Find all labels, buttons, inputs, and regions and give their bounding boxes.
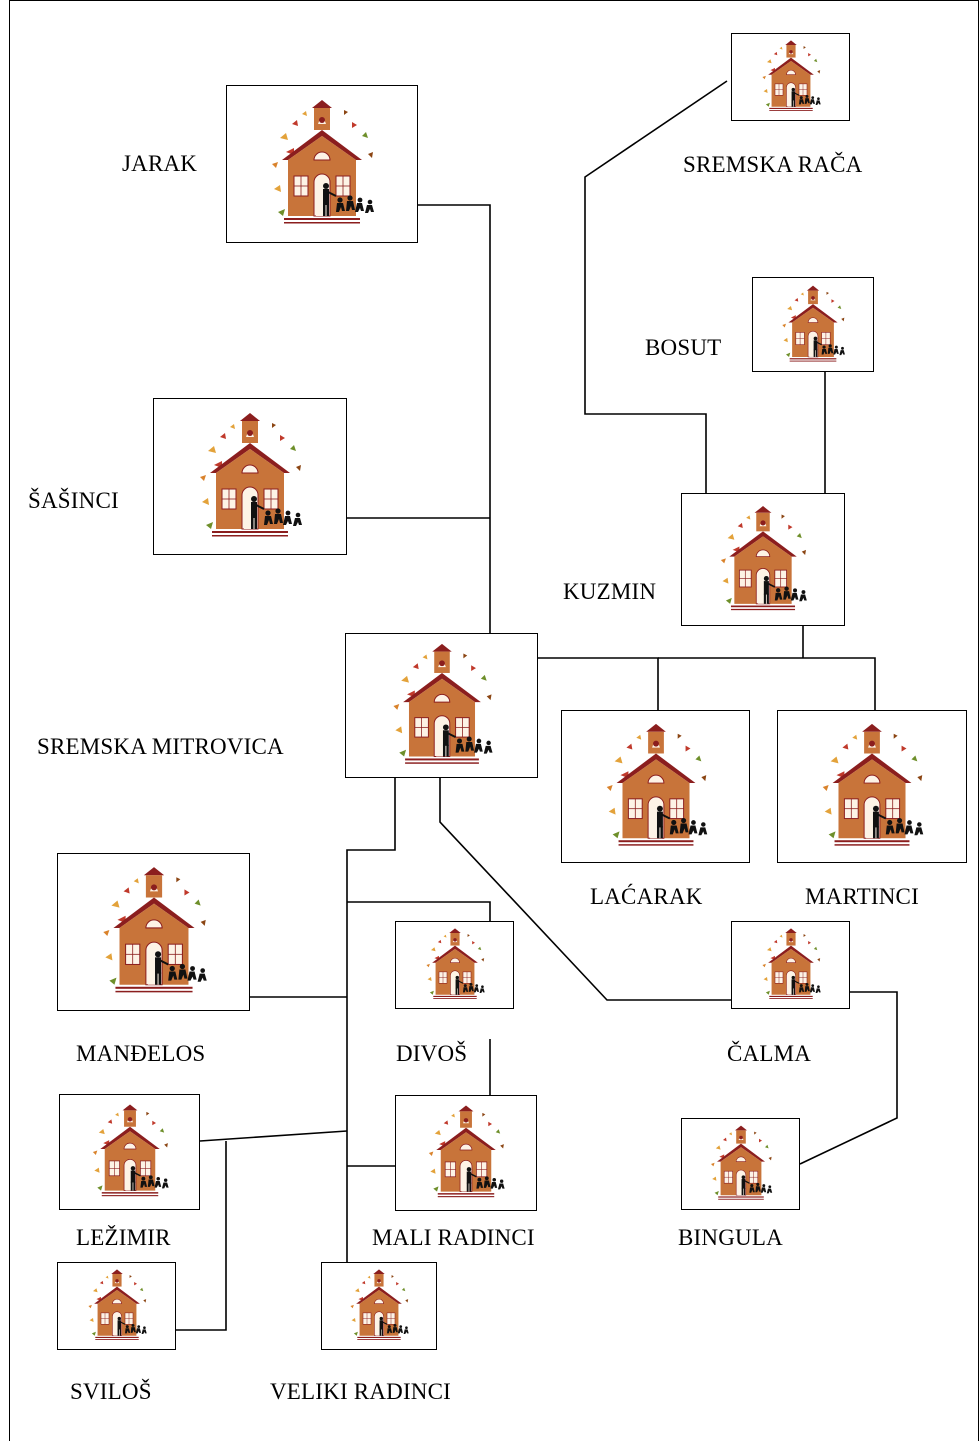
node-martinci — [777, 710, 967, 863]
schoolhouse-icon — [349, 1268, 410, 1341]
schoolhouse-icon — [720, 504, 808, 611]
connector-lezimir-svilos — [176, 1141, 227, 1331]
label-kuzmin: KUZMIN — [563, 579, 657, 604]
label-jarak: JARAK — [122, 151, 198, 176]
node-lezimir — [59, 1094, 200, 1210]
node-jarak — [226, 85, 418, 243]
label-mali-radinci: MALI RADINCI — [372, 1225, 535, 1250]
schoolhouse-icon — [391, 642, 493, 765]
schoolhouse-icon — [87, 1268, 147, 1341]
connector-jarak-mitrovica — [418, 204, 491, 637]
node-bingula — [681, 1118, 800, 1210]
node-sasinci — [153, 398, 347, 555]
schoolhouse-icon — [709, 1124, 773, 1201]
label-sremska-raca: SREMSKA RAČA — [683, 152, 863, 177]
node-calma — [731, 921, 850, 1009]
node-lacarak — [561, 710, 750, 863]
label-calma: ČALMA — [727, 1041, 812, 1066]
schoolhouse-icon — [271, 99, 375, 225]
connector-east-martinci — [658, 657, 876, 710]
connector-trunk-divos — [347, 901, 491, 921]
connector-calma-bingula — [799, 991, 898, 1165]
schoolhouse-icon — [425, 927, 485, 1000]
schoolhouse-icon — [91, 1103, 169, 1197]
label-bosut: BOSUT — [645, 335, 722, 360]
connector-mitrovica-east — [538, 657, 659, 710]
node-sremska-raca — [731, 33, 850, 121]
schoolhouse-icon — [605, 722, 708, 847]
schoolhouse-icon — [199, 411, 303, 537]
schoolhouse-icon — [781, 284, 846, 362]
label-sremska-mitrovica: SREMSKA MITROVICA — [37, 734, 284, 759]
connector-mitrovica-calma — [439, 778, 731, 1001]
node-kuzmin — [681, 493, 845, 626]
node-svilos — [57, 1262, 176, 1350]
label-veliki-radinci: VELIKI RADINCI — [270, 1379, 452, 1404]
schoolhouse-icon — [101, 866, 208, 994]
node-mandjelos — [57, 853, 250, 1011]
label-bingula: BINGULA — [678, 1225, 783, 1250]
label-lacarak: LAĆARAK — [590, 884, 703, 909]
connector-raca-kuzmin — [584, 80, 728, 493]
node-veliki-radinci — [321, 1262, 437, 1350]
node-mali-radinci — [395, 1095, 537, 1211]
schoolhouse-icon — [821, 722, 925, 847]
node-sremska-mitrovica[interactable] — [345, 633, 538, 778]
connector-lezimir-trunk — [199, 1130, 348, 1142]
label-lezimir: LEŽIMIR — [76, 1225, 171, 1250]
label-sasinci: ŠAŠINCI — [28, 488, 119, 513]
schoolhouse-icon — [761, 927, 821, 1000]
node-divos — [395, 921, 514, 1009]
schoolhouse-icon — [761, 39, 821, 112]
label-divos: DIVOŠ — [396, 1041, 468, 1066]
node-bosut — [752, 277, 874, 372]
connector-mitrovica-trunk — [346, 778, 396, 1262]
schoolhouse-icon — [428, 1104, 506, 1198]
label-martinci: MARTINCI — [805, 884, 919, 909]
diagram-frame — [9, 0, 979, 1441]
label-svilos: SVILOŠ — [70, 1379, 152, 1404]
label-mandjelos: MANĐELOS — [76, 1041, 206, 1066]
